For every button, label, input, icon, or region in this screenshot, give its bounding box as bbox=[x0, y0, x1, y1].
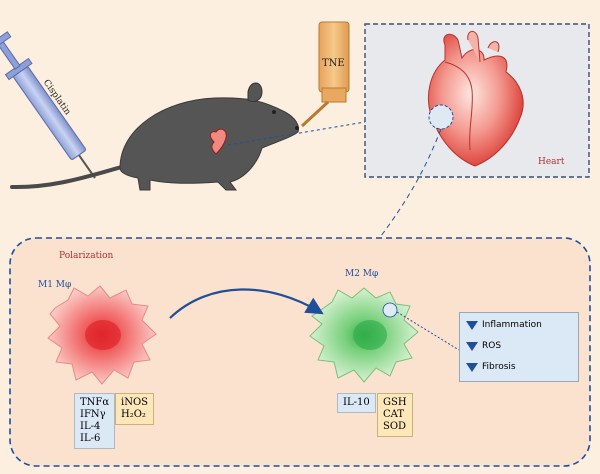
connector-m2-outcomes bbox=[396, 311, 460, 351]
m2-zoom-circle bbox=[382, 302, 398, 318]
m2-cytokine-box: IL-10 bbox=[337, 393, 376, 413]
m1-label: M1 Mφ bbox=[38, 280, 72, 290]
decrease-arrow-icon bbox=[466, 341, 478, 351]
m2-antioxidant: SOD bbox=[383, 421, 407, 432]
mouse bbox=[10, 82, 299, 191]
m2-nucleus bbox=[353, 320, 387, 350]
connector-mouse-heart bbox=[227, 121, 366, 146]
mouse-heart-icon bbox=[209, 128, 227, 155]
heart-zoom-circle bbox=[428, 104, 454, 130]
m1-cytokine: IFNγ bbox=[80, 409, 106, 420]
outcome-row: Fibrosis bbox=[466, 362, 516, 372]
m1-cytokine: IL-4 bbox=[80, 421, 101, 432]
m1-oxidant: iNOS bbox=[121, 397, 148, 408]
m2-antioxidant: GSH bbox=[383, 397, 407, 408]
outcome-label: ROS bbox=[482, 341, 502, 351]
m2-cytokine: IL-10 bbox=[343, 397, 370, 408]
syringe bbox=[0, 31, 96, 179]
m1-cytokine: TNFα bbox=[80, 397, 110, 408]
m1-cytokine-box: TNFα IFNγ IL-4 IL-6 bbox=[74, 393, 116, 449]
polarization-label: Polarization bbox=[59, 251, 114, 261]
outcome-row: ROS bbox=[466, 341, 501, 351]
outcomes-box: Inflammation ROS Fibrosis bbox=[459, 312, 579, 382]
outcome-label: Fibrosis bbox=[482, 362, 516, 372]
tne-label: TNE bbox=[322, 58, 345, 69]
connector-heart-panel bbox=[377, 128, 442, 241]
m1-cytokine: IL-6 bbox=[80, 433, 101, 444]
tne-bottle bbox=[300, 21, 350, 128]
polarization-panel bbox=[9, 237, 591, 467]
decrease-arrow-icon bbox=[466, 362, 478, 372]
m2-label: M2 Mφ bbox=[345, 269, 379, 279]
outcome-label: Inflammation bbox=[482, 320, 542, 330]
m2-antioxidant-box: GSH CAT SOD bbox=[377, 393, 413, 437]
polarization-arrow bbox=[169, 288, 324, 319]
outcome-row: Inflammation bbox=[466, 320, 542, 330]
m2-antioxidant: CAT bbox=[383, 409, 404, 420]
decrease-arrow-icon bbox=[466, 320, 478, 330]
m1-oxidant: H₂O₂ bbox=[121, 409, 146, 420]
m1-oxidant-box: iNOS H₂O₂ bbox=[115, 393, 154, 425]
heart-label: Heart bbox=[538, 157, 565, 167]
m1-nucleus bbox=[85, 320, 121, 350]
